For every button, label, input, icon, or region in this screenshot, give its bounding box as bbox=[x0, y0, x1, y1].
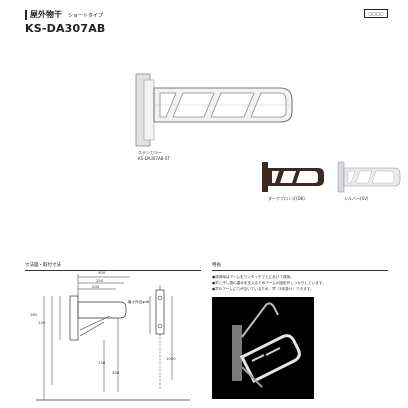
variant-silver-label: シルバー(SV) bbox=[344, 196, 369, 201]
feature-photo-arm-image bbox=[232, 302, 301, 388]
main-product-code: KS-DA307AB-ST bbox=[138, 156, 170, 161]
drawing-section-rule bbox=[25, 270, 201, 271]
dim-top-3: 200 bbox=[92, 284, 100, 289]
feature-line-1: ●使用時はアームをワンタッチで上にあげて使用。 bbox=[212, 275, 294, 279]
dim-top-1: 300 bbox=[98, 270, 106, 275]
variant-dark-bronze-label: ダークブロンズ(DB) bbox=[268, 196, 305, 201]
feature-photo bbox=[212, 297, 314, 399]
dim-side-1: 185 bbox=[30, 312, 38, 317]
dim-v2: 280 bbox=[112, 370, 120, 375]
header-accent-bar bbox=[25, 10, 27, 20]
feature-line-3: ●竿のアームに穴が空いているため、竿（3本掛け）できます。 bbox=[212, 287, 314, 291]
category-title: 屋外物干 bbox=[30, 10, 62, 19]
main-color-label: ステンカラー bbox=[138, 150, 162, 155]
features-rule bbox=[212, 270, 388, 271]
dim-v1: 138 bbox=[98, 360, 106, 365]
feature-line-2: ●竿と干し物の重みを支えるためアームの固定がしっかりしています。 bbox=[212, 281, 326, 285]
drawing-section-title: 寸法図・取付寸法 bbox=[25, 263, 61, 268]
header-badge: □□□□ bbox=[364, 9, 388, 18]
model-code: KS-DA307AB bbox=[25, 22, 106, 35]
dim-pipe: 最小外径φ48 bbox=[128, 300, 150, 304]
features-title: 特長 bbox=[212, 263, 221, 268]
dim-top-2: 250 bbox=[96, 278, 104, 283]
dim-v3: 1050 bbox=[166, 356, 176, 361]
dim-side-2: 120 bbox=[38, 320, 46, 325]
subtitle: ショートタイプ bbox=[68, 13, 104, 19]
